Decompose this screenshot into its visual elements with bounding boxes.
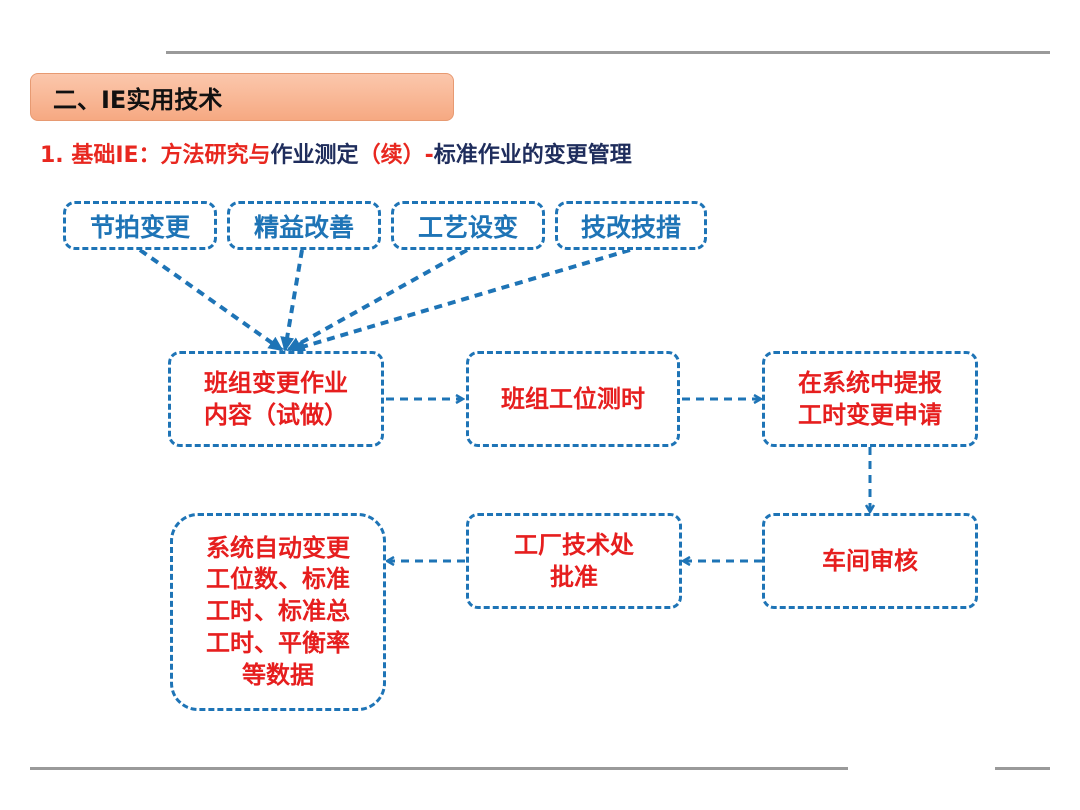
step-submit-request: 在系统中提报 工时变更申请 [762,351,978,447]
page-subtitle: 1. 基础IE：方法研究与作业测定（续）- 标准作业的变更管理 [40,136,632,170]
step-station-timing: 班组工位测时 [466,351,680,447]
trigger-lean-improvement: 精益改善 [227,201,381,250]
section-tab: 二、IE实用技术 [30,73,454,121]
subtitle-part-3: （续）- [358,143,434,168]
trigger-tech-upgrade: 技改技措 [555,201,707,250]
connector-trigger-1 [138,248,284,352]
connector-trigger-3 [286,248,468,352]
step-team-trial: 班组变更作业 内容（试做） [168,351,384,447]
section-label: 二、IE实用技术 [53,85,223,114]
bottom-rule-left [30,767,848,770]
connector-trigger-4 [290,248,631,354]
subtitle-part-4: 标准作业的变更管理 [433,143,632,168]
trigger-process-change: 工艺设变 [391,201,545,250]
step-factory-approval: 工厂技术处 批准 [466,513,682,609]
step-system-auto-update: 系统自动变更 工位数、标准 工时、标准总 工时、平衡率 等数据 [170,513,386,711]
subtitle-part-1: 1. 基础IE：方法研究与 [40,143,271,168]
bottom-rule-right [995,767,1050,770]
step-workshop-review: 车间审核 [762,513,978,609]
trigger-takt-change: 节拍变更 [63,201,217,250]
subtitle-part-2: 作业测定 [270,143,359,168]
connector-trigger-2 [280,249,304,352]
top-rule [166,51,1050,54]
